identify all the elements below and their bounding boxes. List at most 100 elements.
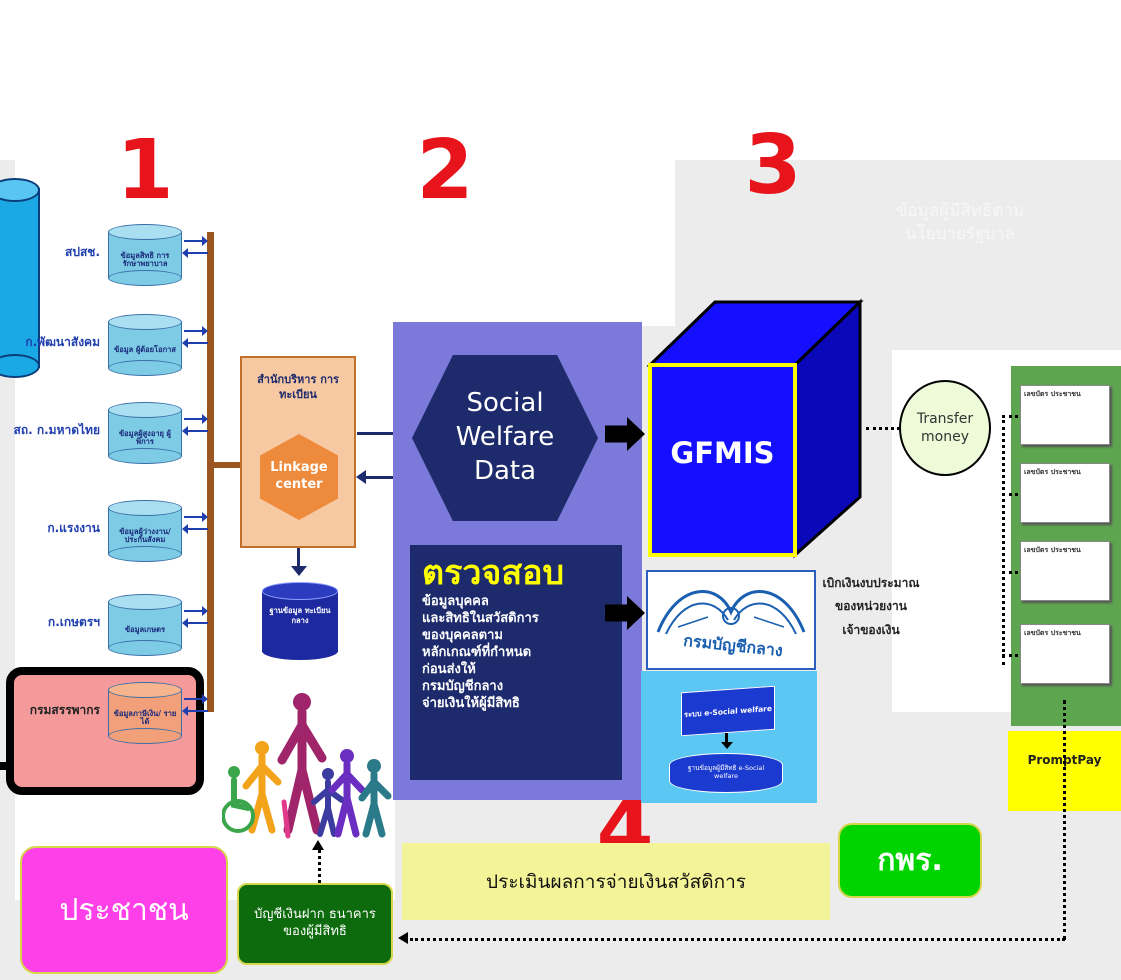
step-number-3: 3 [744, 118, 802, 213]
budget-note: เบิกเงินงบประมาณ ของหน่วยงาน เจ้าของเงิน [822, 576, 920, 637]
agency-label: ก.เกษตรฯ [47, 615, 100, 629]
transfer-money-label: Transfer money [916, 410, 974, 445]
agency-data-arrows [182, 606, 208, 628]
agency-database-label: ข้อมูลผู้สูงอายุ ผู้พิการ [119, 428, 171, 446]
card-dotted-connector [1002, 415, 1018, 418]
agency-label: กรมสรรพากร [29, 703, 100, 717]
social-welfare-hexagon: Social Welfare Data [412, 355, 598, 521]
central-registry-db-arrow [297, 548, 300, 568]
card-dotted-connector [1002, 571, 1018, 574]
step-number-1: 1 [116, 123, 174, 218]
e-social-arrow [725, 733, 728, 743]
verify-lines: ข้อมูลบุคคลและสิทธิในสวัสดิการของบุคคลตา… [422, 594, 610, 712]
agency-database-label: ข้อมูลผู้ว่างงาน/ ประกันสังคม [119, 526, 171, 544]
agency-label: ก.พัฒนาสังคม [25, 335, 100, 349]
agency-row: ก.แรงงาน ข้อมูลผู้ว่างงาน/ ประกันสังคม [0, 498, 214, 568]
social-to-registry-arrow [366, 476, 406, 479]
verify-heading: ตรวจสอบ [422, 553, 565, 593]
citizen-id-card: เลขบัตร ประชาชน [1020, 385, 1110, 445]
agency-data-arrows [182, 326, 208, 348]
left-edge-cylinder [0, 178, 40, 378]
e-social-system-label: ระบบ e-Social welfare [684, 703, 772, 719]
transfer-money-ellipse: Transfer money [899, 380, 991, 476]
promptpay-return-line-horizontal [410, 938, 1065, 941]
e-social-system: ระบบ e-Social welfare [681, 685, 775, 737]
verify-line: จ่ายเงินให้ผู้มีสิทธิ [422, 695, 520, 711]
garuda-emblem-icon [656, 590, 806, 635]
agency-database-icon: ข้อมูลผู้สูงอายุ ผู้พิการ [108, 402, 182, 464]
agency-data-arrows [182, 414, 208, 436]
verify-line: ข้อมูลบุคคล [422, 594, 489, 610]
linkage-center-hexagon: Linkage center [260, 434, 338, 520]
agency-database-label: ข้อมูลภาษีเงิน/ รายได้ [113, 708, 177, 726]
evaluation-banner: ประเมินผลการจ่ายเงินสวัสดิการ [402, 843, 830, 920]
bank-account-label: บัญชีเงินฝาก ธนาคารของผู้มีสิทธิ [254, 907, 376, 939]
social-welfare-label: Social Welfare Data [455, 388, 555, 486]
citizen-id-card: เลขบัตร ประชาชน [1020, 463, 1110, 523]
citizen-id-card: เลขบัตร ประชาชน [1020, 624, 1110, 684]
registry-office-box: สำนักบริหาร การทะเบียน Linkage center [240, 356, 356, 548]
agency-database-label: ข้อมูลเกษตร [124, 624, 166, 634]
e-social-welfare-box: ระบบ e-Social welfare ฐานข้อมูลผู้มีสิทธ… [641, 671, 817, 803]
agency-database-label: ข้อมูล ผู้ด้อยโอกาส [114, 344, 176, 354]
agency-row: ก.พัฒนาสังคมข้อมูล ผู้ด้อยโอกาส [0, 312, 214, 382]
verify-line: ของบุคคลตาม [422, 628, 503, 644]
agency-label: สปสช. [65, 245, 100, 259]
transfer-branch-line [1002, 420, 1005, 665]
linkage-center-label: Linkage center [270, 460, 328, 492]
verify-line: หลักเกณฑ์ที่กำหนด [422, 645, 532, 661]
card-dotted-connector [1002, 654, 1018, 657]
agency-database-icon: ข้อมูลเกษตร [108, 594, 182, 656]
people-label: ประชาชน [59, 892, 189, 928]
gfmis-to-transfer-dotted [866, 427, 900, 430]
agency-label: สถ. ก.มหาดไทย [13, 423, 100, 437]
gfmis-cube [646, 298, 864, 559]
social-to-registry-arrowhead [356, 470, 366, 484]
verify-line: และสิทธิในสวัสดิการ [422, 611, 539, 627]
people-family-icon [222, 693, 392, 839]
kpr-box: กพร. [838, 823, 982, 898]
people-box: ประชาชน [20, 846, 228, 974]
faded-note: ข้อมูลผู้มีสิทธิตาม นโยบายรัฐบาล [895, 201, 1025, 244]
agency-database-icon: ข้อมูลผู้ว่างงาน/ ประกันสังคม [108, 500, 182, 562]
step-number-2: 2 [416, 123, 474, 218]
bus-to-registry-line [207, 462, 241, 468]
e-social-db: ฐานข้อมูลผู้มีสิทธิ e-Social welfare [669, 753, 783, 793]
central-registry-db-arrowhead [291, 566, 307, 576]
agency-row: สถ. ก.มหาดไทย ข้อมูลผู้สูงอายุ ผู้พิการ [0, 400, 214, 470]
verify-box: ตรวจสอบ ข้อมูลบุคคลและสิทธิในสวัสดิการขอ… [410, 545, 622, 780]
cgd-logo-box: กรมบัญชีกลาง [646, 570, 816, 670]
card-dotted-connector [1002, 493, 1018, 496]
verify-line: กรมบัญชีกลาง [422, 678, 504, 694]
bank-account-box: บัญชีเงินฝาก ธนาคารของผู้มีสิทธิ [237, 883, 393, 965]
verify-line: ก่อนส่งให้ [422, 661, 476, 677]
central-registry-db: ฐานข้อมูล ทะเบียนกลาง [262, 582, 338, 660]
registry-to-social-arrow [357, 432, 401, 435]
agency-row: กรมสรรพากร ข้อมูลภาษีเงิน/ รายได้ [0, 680, 214, 750]
e-social-arrowhead [721, 742, 733, 749]
agency-row: ก.เกษตรฯข้อมูลเกษตร [0, 592, 214, 662]
promptpay-return-line-vertical [1063, 700, 1066, 940]
highlight-pointer [0, 762, 10, 770]
bank-to-people-dotted [318, 850, 321, 883]
top-white-area [0, 0, 1121, 160]
agency-data-arrows [182, 512, 208, 534]
agency-database-icon: ข้อมูลภาษีเงิน/ รายได้ [108, 682, 182, 744]
agency-label: ก.แรงงาน [47, 521, 100, 535]
central-registry-db-label: ฐานข้อมูล ทะเบียนกลาง [269, 606, 331, 625]
agency-data-arrows [182, 236, 208, 258]
agency-database-label: ข้อมูลสิทธิ การรักษาพยาบาล [120, 250, 170, 268]
middle-white-panel [375, 156, 675, 326]
agency-database-icon: ข้อมูล ผู้ด้อยโอกาส [108, 314, 182, 376]
agency-row: สปสช. ข้อมูลสิทธิ การรักษาพยาบาล [0, 222, 214, 292]
bank-to-people-arrowhead [312, 840, 324, 850]
evaluation-label: ประเมินผลการจ่ายเงินสวัสดิการ [486, 870, 746, 893]
agency-data-arrows [182, 694, 208, 716]
e-social-db-label: ฐานข้อมูลผู้มีสิทธิ e-Social welfare [687, 764, 765, 780]
agency-database-icon: ข้อมูลสิทธิ การรักษาพยาบาล [108, 224, 182, 286]
registry-office-title: สำนักบริหาร การทะเบียน [257, 373, 339, 402]
return-arrowhead [398, 932, 408, 944]
data-bus-line [207, 232, 214, 712]
kpr-label: กพร. [877, 843, 943, 878]
gfmis-label: GFMIS [670, 436, 775, 470]
